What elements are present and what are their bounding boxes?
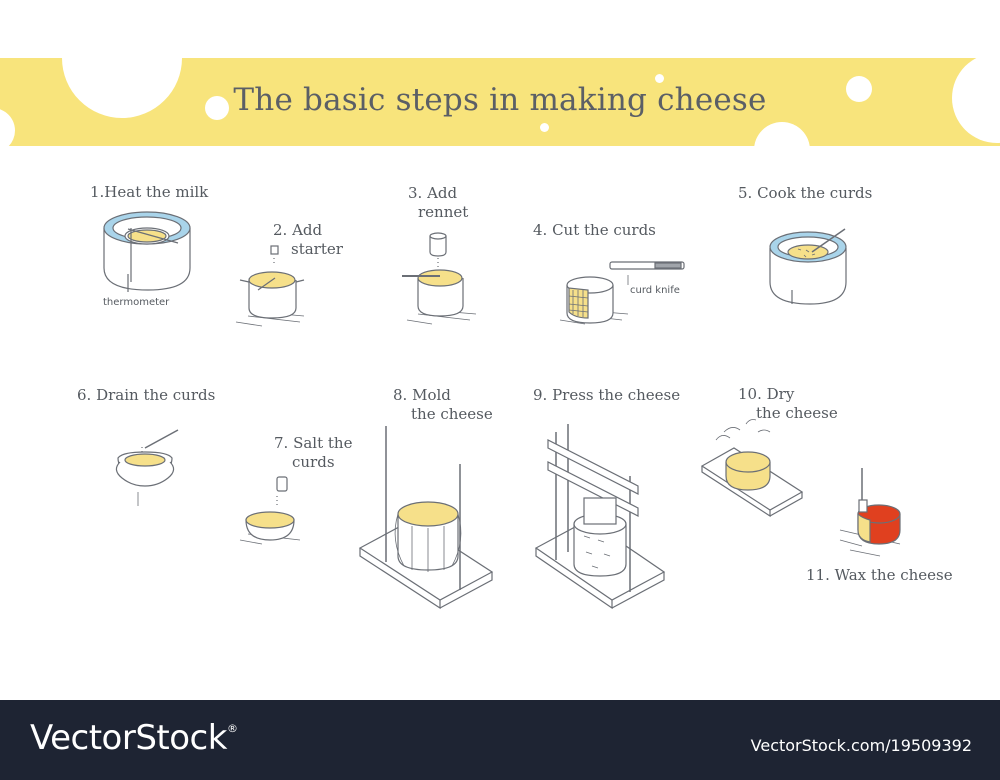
step-label-line: 7. Salt the [274, 434, 353, 452]
cheese-hole [540, 123, 549, 132]
pot-with-starter-icon [235, 245, 305, 327]
step-label-heat-milk: 1.Heat the milk [90, 183, 209, 201]
page-title: The basic steps in making cheese [233, 82, 767, 118]
cheese-hole [655, 74, 664, 83]
pot-with-rennet-icon [402, 232, 477, 325]
cheese-hole [0, 108, 15, 146]
step-label-dry-cheese: 10. Dry the cheese [738, 385, 838, 423]
cheese-hole [205, 96, 229, 120]
watermark-bar [0, 700, 1000, 780]
brand-name: VectorStock [30, 718, 227, 758]
cheese-press-icon [534, 424, 666, 610]
step-label-salt-curds: 7. Salt the curds [274, 434, 352, 472]
step-label-wax-cheese: 11. Wax the cheese [806, 566, 953, 584]
step-label-drain-curds: 6. Drain the curds [77, 386, 216, 404]
cheese-hole [846, 76, 872, 102]
thermometer-annotation: thermometer [103, 297, 170, 308]
step-label-line: the cheese [411, 405, 493, 423]
step-label-cook-curds: 5. Cook the curds [738, 184, 873, 202]
cook-curds-bowl-icon [769, 228, 847, 305]
step-label-mold-cheese: 8. Mold the cheese [393, 386, 493, 424]
step-label-add-rennet: 3. Add rennet [408, 184, 468, 222]
step-label-line: the cheese [756, 404, 838, 422]
step-label-line: curds [292, 453, 335, 471]
image-credit: VectorStock.com/19509392 [750, 736, 972, 755]
waxing-cheese-icon [839, 468, 901, 557]
step-label-line: rennet [418, 203, 469, 221]
step-label-cut-curds: 4. Cut the curds [533, 221, 656, 239]
curd-knife-annotation: curd knife [630, 285, 680, 296]
title-banner [0, 58, 1000, 146]
step-label-line: 8. Mold [393, 386, 451, 404]
cut-curds-pot-icon [559, 261, 685, 325]
step-label-line: 3. Add [408, 184, 458, 202]
registered-mark: ® [226, 722, 238, 735]
step-label-line: 2. Add [273, 221, 323, 239]
heated-pot-in-water-icon [103, 211, 191, 292]
drying-cheese-icon [700, 419, 804, 518]
step-label-line: 10. Dry [738, 385, 795, 403]
salt-bowl-icon [239, 476, 301, 545]
vectorstock-logo: VectorStock® [30, 718, 238, 758]
drain-cloth-icon [115, 429, 179, 506]
step-label-line: starter [291, 240, 343, 258]
step-label-press-cheese: 9. Press the cheese [533, 386, 681, 404]
illustrations [103, 211, 901, 610]
cheese-mold-icon [358, 426, 494, 610]
step-label-add-starter: 2. Add starter [273, 221, 343, 259]
